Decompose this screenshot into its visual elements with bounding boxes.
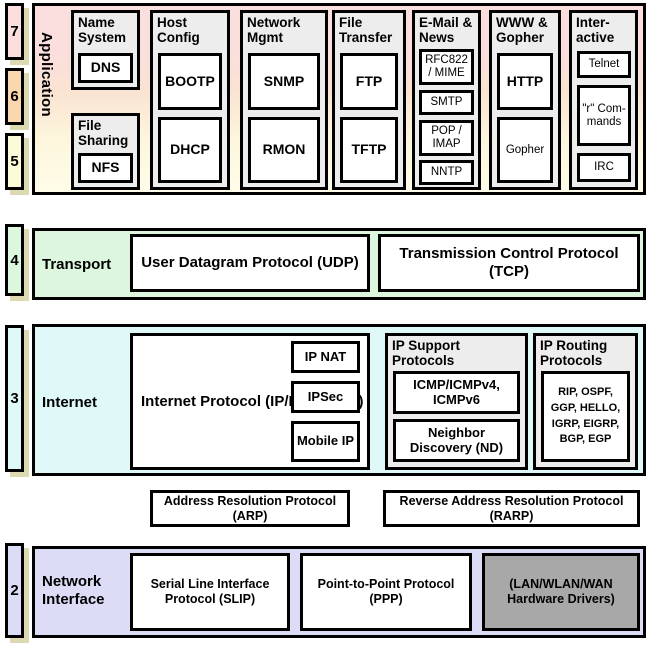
protocol-ip-nat[interactable]: IP NAT xyxy=(291,341,360,373)
osi-layer-number-5: 5 xyxy=(5,133,24,190)
protocol-rfc822-mime[interactable]: RFC822 / MIME xyxy=(419,49,474,85)
protocol-ppp[interactable]: Point-to-Point Protocol (PPP) xyxy=(300,553,472,631)
group-title: File Sharing xyxy=(78,118,129,149)
protocol-tftp[interactable]: TFTP xyxy=(340,117,398,183)
protocol-udp[interactable]: User Datagram Protocol (UDP) xyxy=(130,234,370,292)
protocol-routing-list[interactable]: RIP, OSPF, GGP, HELLO, IGRP, EIGRP, BGP,… xyxy=(541,371,630,462)
group-title: Name System xyxy=(78,15,127,46)
osi-layer-number-2: 2 xyxy=(5,543,24,638)
osi-layer-number-6: 6 xyxy=(5,68,24,125)
transport-layer-label: Transport xyxy=(42,256,112,273)
protocol-nntp[interactable]: NNTP xyxy=(419,160,474,185)
network-interface-layer-label: Network Interface xyxy=(42,573,105,608)
protocol-irc[interactable]: IRC xyxy=(577,153,631,182)
osi-layer-number-3: 3 xyxy=(5,325,24,472)
protocol-nfs[interactable]: NFS xyxy=(78,153,133,183)
protocol-bootp[interactable]: BOOTP xyxy=(158,53,222,110)
group-title: WWW & Gopher xyxy=(496,15,548,46)
protocol-dns[interactable]: DNS xyxy=(78,53,133,83)
protocol-r-commands[interactable]: "r" Com-mands xyxy=(577,85,631,146)
group-title: Inter-active xyxy=(576,15,615,46)
protocol-arp[interactable]: Address Resolution Protocol (ARP) xyxy=(150,490,350,527)
osi-layer-number-4: 4 xyxy=(5,224,24,296)
application-layer-label: Application xyxy=(38,32,55,117)
protocol-rarp[interactable]: Reverse Address Resolution Protocol (RAR… xyxy=(383,490,640,527)
protocol-snmp[interactable]: SNMP xyxy=(248,53,320,110)
protocol-icmp[interactable]: ICMP/ICMPv4, ICMPv6 xyxy=(393,371,520,414)
osi-number-label: 6 xyxy=(10,88,19,105)
protocol-neighbor-discovery[interactable]: Neighbor Discovery (ND) xyxy=(393,419,520,462)
protocol-rmon[interactable]: RMON xyxy=(248,117,320,183)
protocol-dhcp[interactable]: DHCP xyxy=(158,117,222,183)
protocol-hardware-drivers[interactable]: (LAN/WLAN/WAN Hardware Drivers) xyxy=(482,553,640,631)
osi-number-label: 7 xyxy=(10,23,19,40)
protocol-slip[interactable]: Serial Line Interface Protocol (SLIP) xyxy=(130,553,290,631)
protocol-gopher[interactable]: Gopher xyxy=(497,117,553,183)
group-title: Host Config xyxy=(157,15,200,46)
osi-layer-number-7: 7 xyxy=(5,3,24,60)
osi-number-label: 4 xyxy=(10,251,19,269)
osi-number-label: 2 xyxy=(10,582,19,599)
protocol-ftp[interactable]: FTP xyxy=(340,53,398,110)
osi-number-label: 5 xyxy=(10,153,19,170)
group-title: File Transfer xyxy=(339,15,393,46)
protocol-mobile-ip[interactable]: Mobile IP xyxy=(291,421,360,462)
group-title: IP Routing Protocols xyxy=(540,338,608,369)
group-title: Network Mgmt xyxy=(247,15,301,46)
protocol-pop-imap[interactable]: POP / IMAP xyxy=(419,120,474,156)
group-title: E-Mail & News xyxy=(419,15,473,46)
osi-number-label: 3 xyxy=(10,390,19,407)
internet-layer-label: Internet xyxy=(42,394,98,411)
protocol-smtp[interactable]: SMTP xyxy=(419,90,474,115)
protocol-http[interactable]: HTTP xyxy=(497,53,553,110)
protocol-telnet[interactable]: Telnet xyxy=(577,51,631,78)
protocol-ipsec[interactable]: IPSec xyxy=(291,381,360,413)
group-title: IP Support Protocols xyxy=(392,338,461,369)
protocol-tcp[interactable]: Transmission Control Protocol (TCP) xyxy=(378,234,640,292)
